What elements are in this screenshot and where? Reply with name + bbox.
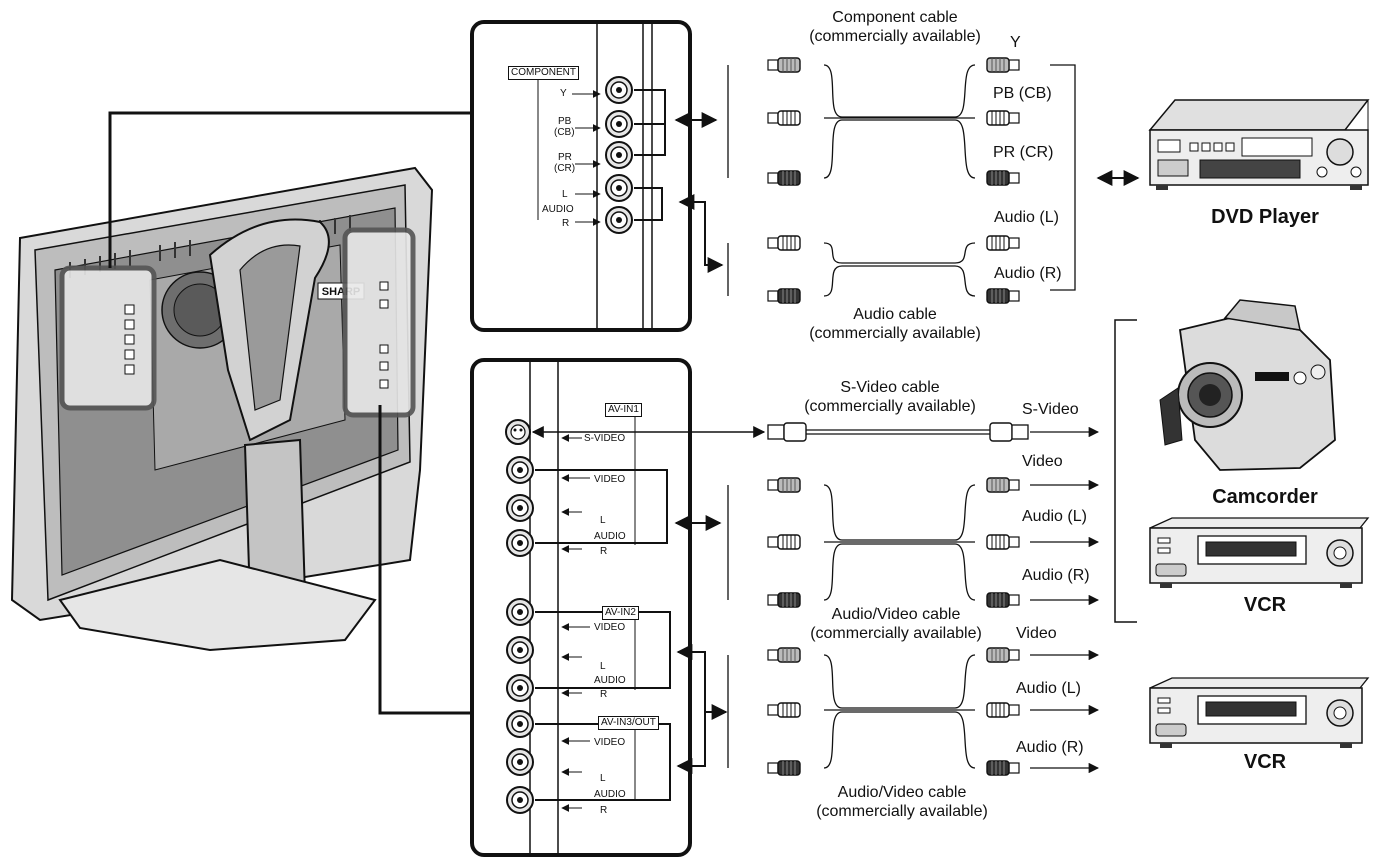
cable-name: S-Video cable: [780, 378, 1000, 397]
av-cable-1: [728, 485, 975, 600]
signal-label-pb: PB (CB): [993, 84, 1052, 103]
s-video-cable: [768, 423, 1098, 441]
jack-label-cb: (CB): [554, 127, 575, 138]
signal-label-audio-r: Audio (R): [994, 264, 1062, 283]
audio-cable-caption: Audio cable (commercially available): [785, 305, 1005, 343]
jack-label-pr: PR: [558, 152, 572, 163]
jack-label-pb: PB: [558, 116, 571, 127]
cable-availability: (commercially available): [780, 397, 1000, 416]
component-input-panel: [472, 22, 690, 330]
camcorder-illustration: [1160, 300, 1335, 470]
component-cable-plugs: [768, 58, 1019, 185]
audio-jack-label-1: AUDIO: [594, 531, 626, 542]
component-cable-caption: Component cable (commercially available): [785, 8, 1005, 46]
cable-availability: (commercially available): [792, 802, 1012, 821]
audio-jack-label-2: AUDIO: [594, 675, 626, 686]
signal-label-audio-l-1: Audio (L): [1022, 507, 1087, 526]
video-jack-label-1: VIDEO: [594, 474, 625, 485]
cable-availability: (commercially available): [786, 624, 1006, 643]
signal-label-video-1: Video: [1022, 452, 1063, 471]
cable-name: Audio/Video cable: [792, 783, 1012, 802]
device-group-bracket: [1115, 320, 1137, 622]
av-out-label: AV-IN3/OUT: [598, 716, 659, 730]
av-cable-1-caption: Audio/Video cable (commercially availabl…: [786, 605, 1006, 643]
av-in2-label: AV-IN2: [602, 606, 639, 620]
jack-label-cr: (CR): [554, 163, 575, 174]
device-label-camcorder: Camcorder: [1180, 485, 1350, 509]
video-jack-label-3: VIDEO: [594, 737, 625, 748]
signal-label-s-video: S-Video: [1022, 400, 1079, 419]
av-input-panel: [472, 360, 690, 855]
device-label-dvd: DVD Player: [1180, 205, 1350, 229]
cable-availability: (commercially available): [785, 324, 1005, 343]
vcr-2-illustration: [1150, 678, 1368, 748]
audio-jack-label-3: AUDIO: [594, 789, 626, 800]
s-video-cable-caption: S-Video cable (commercially available): [780, 378, 1000, 416]
vcr-1-illustration: [1150, 518, 1368, 588]
jack-label-l: L: [562, 189, 568, 200]
signal-label-video-2: Video: [1016, 624, 1057, 643]
signal-label-audio-r-2: Audio (R): [1016, 738, 1084, 757]
audio-cable: [728, 243, 975, 296]
dvd-player-illustration: [1150, 100, 1368, 190]
signal-label-audio-l: Audio (L): [994, 208, 1059, 227]
cable-name: Audio cable: [785, 305, 1005, 324]
signal-label-pr: PR (CR): [993, 143, 1053, 162]
audio-r-jack-label-2: R: [600, 689, 607, 700]
signal-label-audio-r-1: Audio (R): [1022, 566, 1090, 585]
audio-l-jack-label-1: L: [600, 515, 606, 526]
audio-l-jack-label-2: L: [600, 661, 606, 672]
jack-label-audio: AUDIO: [542, 204, 574, 215]
audio-l-jack-label-3: L: [600, 773, 606, 784]
s-video-jack-label: S-VIDEO: [584, 433, 625, 444]
component-group-label: COMPONENT: [508, 66, 579, 80]
device-label-vcr-1: VCR: [1180, 593, 1350, 617]
jack-label-y: Y: [560, 88, 567, 99]
av-in1-label: AV-IN1: [605, 403, 642, 417]
cable-availability: (commercially available): [785, 27, 1005, 46]
signal-label-audio-l-2: Audio (L): [1016, 679, 1081, 698]
signal-label-y: Y: [1010, 33, 1021, 52]
jack-label-r: R: [562, 218, 569, 229]
audio-r-jack-label-1: R: [600, 546, 607, 557]
device-label-vcr-2: VCR: [1180, 750, 1350, 774]
cable-name: Audio/Video cable: [786, 605, 1006, 624]
audio-r-jack-label-3: R: [600, 805, 607, 816]
cable-name: Component cable: [785, 8, 1005, 27]
audio-cable-plugs: [768, 236, 1019, 303]
tv-rear-illustration: SHARP: [12, 168, 432, 650]
av-cable-2: [728, 655, 975, 768]
av-cable-2-caption: Audio/Video cable (commercially availabl…: [792, 783, 1012, 821]
video-jack-label-2: VIDEO: [594, 622, 625, 633]
